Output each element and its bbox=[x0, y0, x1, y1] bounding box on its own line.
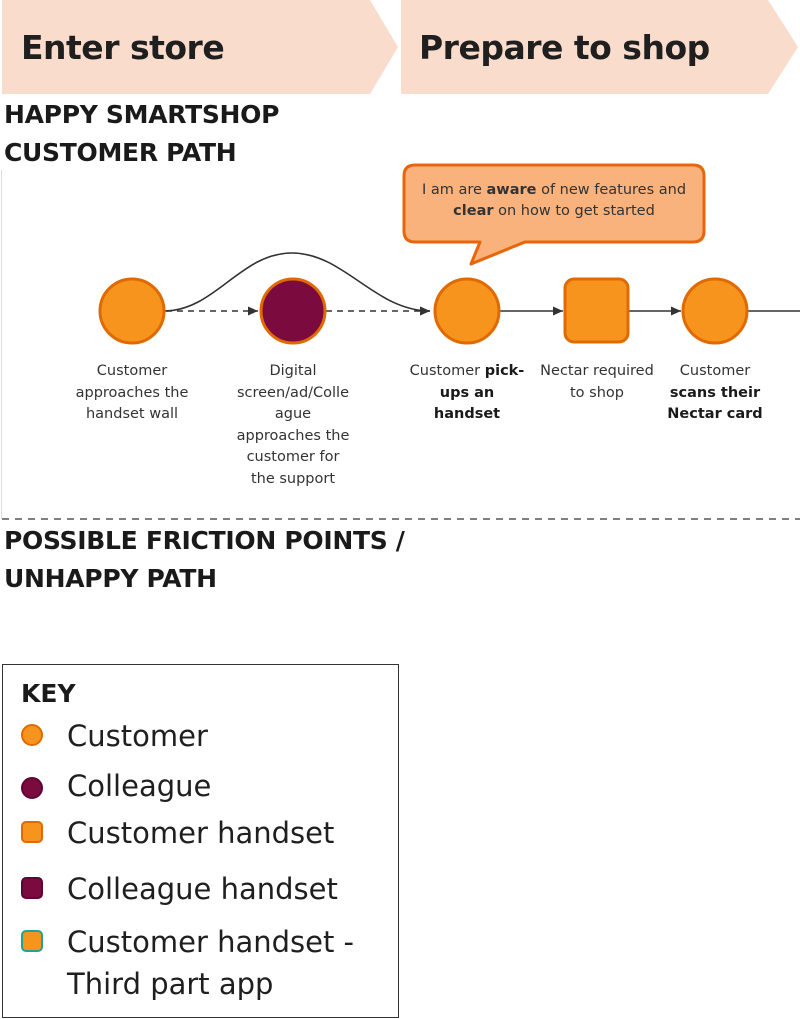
unhappy-path-heading-line: POSSIBLE FRICTION POINTS / bbox=[4, 526, 405, 555]
node-label-line: the support bbox=[250, 470, 336, 487]
stage-banner-prepare-to-shop bbox=[401, 0, 798, 94]
node-label-line: Customer bbox=[679, 363, 751, 379]
node-customer-pickup bbox=[433, 277, 501, 345]
node-label-line: ups an bbox=[439, 384, 495, 401]
key-item-label-line: Customer bbox=[67, 719, 208, 753]
key-item-label-line: Customer handset bbox=[67, 816, 335, 850]
third-party-app-square-icon bbox=[21, 930, 43, 952]
bubble-text-run: on how to get started bbox=[493, 203, 655, 219]
node-label-line: scans their bbox=[669, 384, 761, 401]
node-label-line: approaches the bbox=[236, 427, 350, 444]
colleague-circle-icon bbox=[21, 777, 43, 799]
node-label-line: Customer bbox=[96, 363, 168, 379]
node-label-line: Nectar card bbox=[667, 406, 763, 422]
node-label-digital: Digital screen/ad/Colle ague approaches … bbox=[228, 361, 358, 490]
node-customer-handset-nectar bbox=[563, 277, 630, 344]
key-item-customer-handset: Customer handset bbox=[19, 812, 389, 856]
key-item-label-line: Colleague bbox=[67, 769, 212, 803]
node-label-line: Nectar required bbox=[540, 363, 654, 379]
key-item-colleague-handset: Colleague handset bbox=[19, 868, 389, 912]
customer-handset-square-icon bbox=[21, 821, 43, 843]
stage-label-prepare-to-shop: Prepare to shop bbox=[419, 28, 710, 67]
node-customer-approach bbox=[98, 277, 166, 345]
key-item-label-line: Third part app bbox=[67, 967, 274, 1001]
node-label-line: customer for bbox=[246, 449, 340, 465]
node-label-line: to shop bbox=[570, 384, 624, 401]
stage-banner-enter-store bbox=[2, 0, 398, 94]
customer-circle-icon bbox=[21, 724, 43, 746]
node-label-nectar: Nectar required to shop bbox=[532, 361, 662, 404]
node-label-line: handset wall bbox=[85, 406, 179, 422]
bubble-line: clear on how to get started bbox=[408, 201, 700, 222]
key-legend: KEY Customer Colleague Customer handset … bbox=[2, 664, 399, 1018]
node-label-line: handset bbox=[433, 406, 501, 422]
unhappy-path-heading: POSSIBLE FRICTION POINTS / UNHAPPY PATH bbox=[4, 522, 405, 598]
speech-bubble bbox=[402, 163, 706, 266]
node-label-line: Customer pick- bbox=[402, 361, 532, 383]
node-label-approach: Customer approaches the handset wall bbox=[62, 361, 202, 426]
journey-diagram bbox=[2, 163, 800, 520]
node-colleague-digital bbox=[259, 277, 327, 345]
speech-bubble-text: I am are aware of new features and clear… bbox=[408, 180, 700, 222]
key-item-label: Customer handset - Third part app bbox=[67, 921, 354, 1005]
happy-path-heading-line: HAPPY SMARTSHOP bbox=[4, 100, 280, 129]
node-label-line: ague bbox=[274, 406, 312, 422]
bubble-line: I am are aware of new features and bbox=[408, 180, 700, 201]
key-item-label: Customer handset bbox=[67, 812, 334, 854]
stage-label-enter-store: Enter store bbox=[21, 28, 225, 67]
key-item-colleague: Colleague bbox=[19, 765, 389, 809]
key-item-label-line: Colleague handset bbox=[67, 872, 338, 906]
bubble-text-run: I am are bbox=[421, 182, 487, 198]
key-item-label-line: Customer handset - bbox=[67, 925, 355, 959]
node-label-line: screen/ad/Colle bbox=[236, 384, 350, 401]
node-label-bold: pick- bbox=[484, 363, 525, 379]
happy-path-heading: HAPPY SMARTSHOP CUSTOMER PATH bbox=[4, 96, 279, 172]
left-boundary bbox=[1, 170, 2, 519]
node-label-run: Customer bbox=[409, 363, 485, 379]
key-item-third-party-app: Customer handset - Third part app bbox=[19, 921, 389, 1011]
key-item-label: Colleague bbox=[67, 765, 211, 807]
happy-path-heading-line: CUSTOMER PATH bbox=[4, 138, 237, 167]
colleague-handset-square-icon bbox=[21, 877, 43, 899]
bubble-bold-word: clear bbox=[453, 203, 494, 219]
node-label-line: approaches the bbox=[75, 384, 189, 401]
bubble-bold-word: aware bbox=[486, 182, 537, 198]
bubble-text-run: of new features and bbox=[536, 182, 687, 198]
key-title: KEY bbox=[21, 679, 76, 708]
node-label-pickup: Customer pick- ups an handset bbox=[402, 361, 532, 426]
stage-banners bbox=[2, 0, 798, 94]
node-label-line: Digital bbox=[269, 363, 317, 379]
node-customer-scan bbox=[681, 277, 749, 345]
key-item-label: Colleague handset bbox=[67, 868, 338, 910]
key-item-customer: Customer bbox=[19, 715, 389, 759]
unhappy-path-heading-line: UNHAPPY PATH bbox=[4, 564, 217, 593]
bypass-connector bbox=[163, 252, 431, 316]
key-item-label: Customer bbox=[67, 715, 208, 757]
node-label-scan: Customer scans their Nectar card bbox=[655, 361, 775, 426]
